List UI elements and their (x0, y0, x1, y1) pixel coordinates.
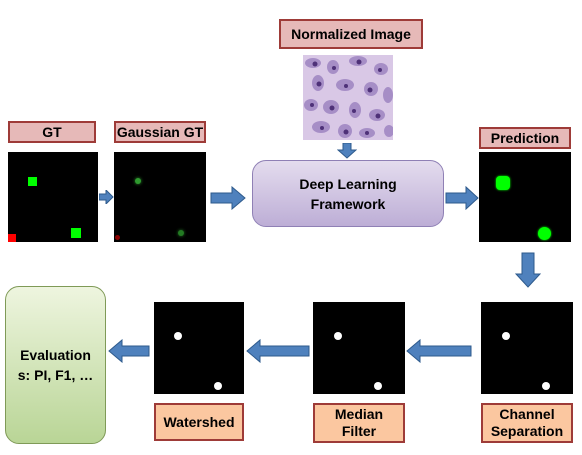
white-marker (374, 382, 382, 390)
deep-learning-framework-box: Deep Learning Framework (252, 160, 444, 227)
prediction-green-marker (496, 176, 510, 190)
gaussian-red-blob (115, 235, 120, 240)
deep-learning-framework-text: Deep Learning Framework (299, 175, 397, 212)
arrow-left (246, 339, 310, 363)
normalized-image-label: Normalized Image (279, 19, 423, 49)
white-marker (502, 332, 510, 340)
gaussian-blob (178, 230, 184, 236)
arrow-right (210, 186, 246, 210)
watershed-image (154, 302, 244, 394)
prediction-image (479, 152, 571, 242)
prediction-label-text: Prediction (490, 130, 560, 146)
median-filter-label-text: Median Filter (334, 406, 384, 439)
white-marker (214, 382, 222, 390)
arrow-down (515, 252, 541, 288)
gt-green-marker (71, 228, 81, 238)
gt-green-marker (28, 177, 37, 186)
median-filter-label: Median Filter (313, 403, 405, 443)
gt-label-text: GT (42, 124, 62, 140)
white-marker (174, 332, 182, 340)
prediction-label: Prediction (479, 127, 571, 149)
arrow-left (406, 339, 472, 363)
channel-separation-image (481, 302, 573, 394)
gaussian-gt-image (114, 152, 206, 242)
gaussian-gt-label-text: Gaussian GT (116, 124, 204, 140)
prediction-green-marker (538, 227, 551, 240)
histology-image (303, 55, 394, 140)
gt-red-marker (8, 234, 16, 242)
channel-separation-label-text: Channel Separation (490, 406, 564, 439)
median-filter-image (313, 302, 405, 394)
white-marker (542, 382, 550, 390)
watershed-label: Watershed (154, 403, 244, 441)
arrow-right (445, 186, 479, 210)
normalized-image-label-text: Normalized Image (291, 26, 411, 42)
arrow-left (108, 339, 150, 363)
gt-image (8, 152, 98, 242)
gaussian-gt-label: Gaussian GT (114, 121, 206, 143)
watershed-label-text: Watershed (163, 413, 235, 430)
white-marker (334, 332, 342, 340)
arrow-right-small (99, 190, 114, 204)
channel-separation-label: Channel Separation (481, 403, 573, 443)
arrow-down-small (337, 143, 357, 159)
evaluation-box: Evaluation s: PI, F1, … (5, 286, 106, 444)
evaluation-text: Evaluation s: PI, F1, … (17, 347, 94, 383)
histology-texture (303, 55, 394, 140)
gaussian-blob (135, 178, 141, 184)
gt-label: GT (8, 121, 96, 143)
